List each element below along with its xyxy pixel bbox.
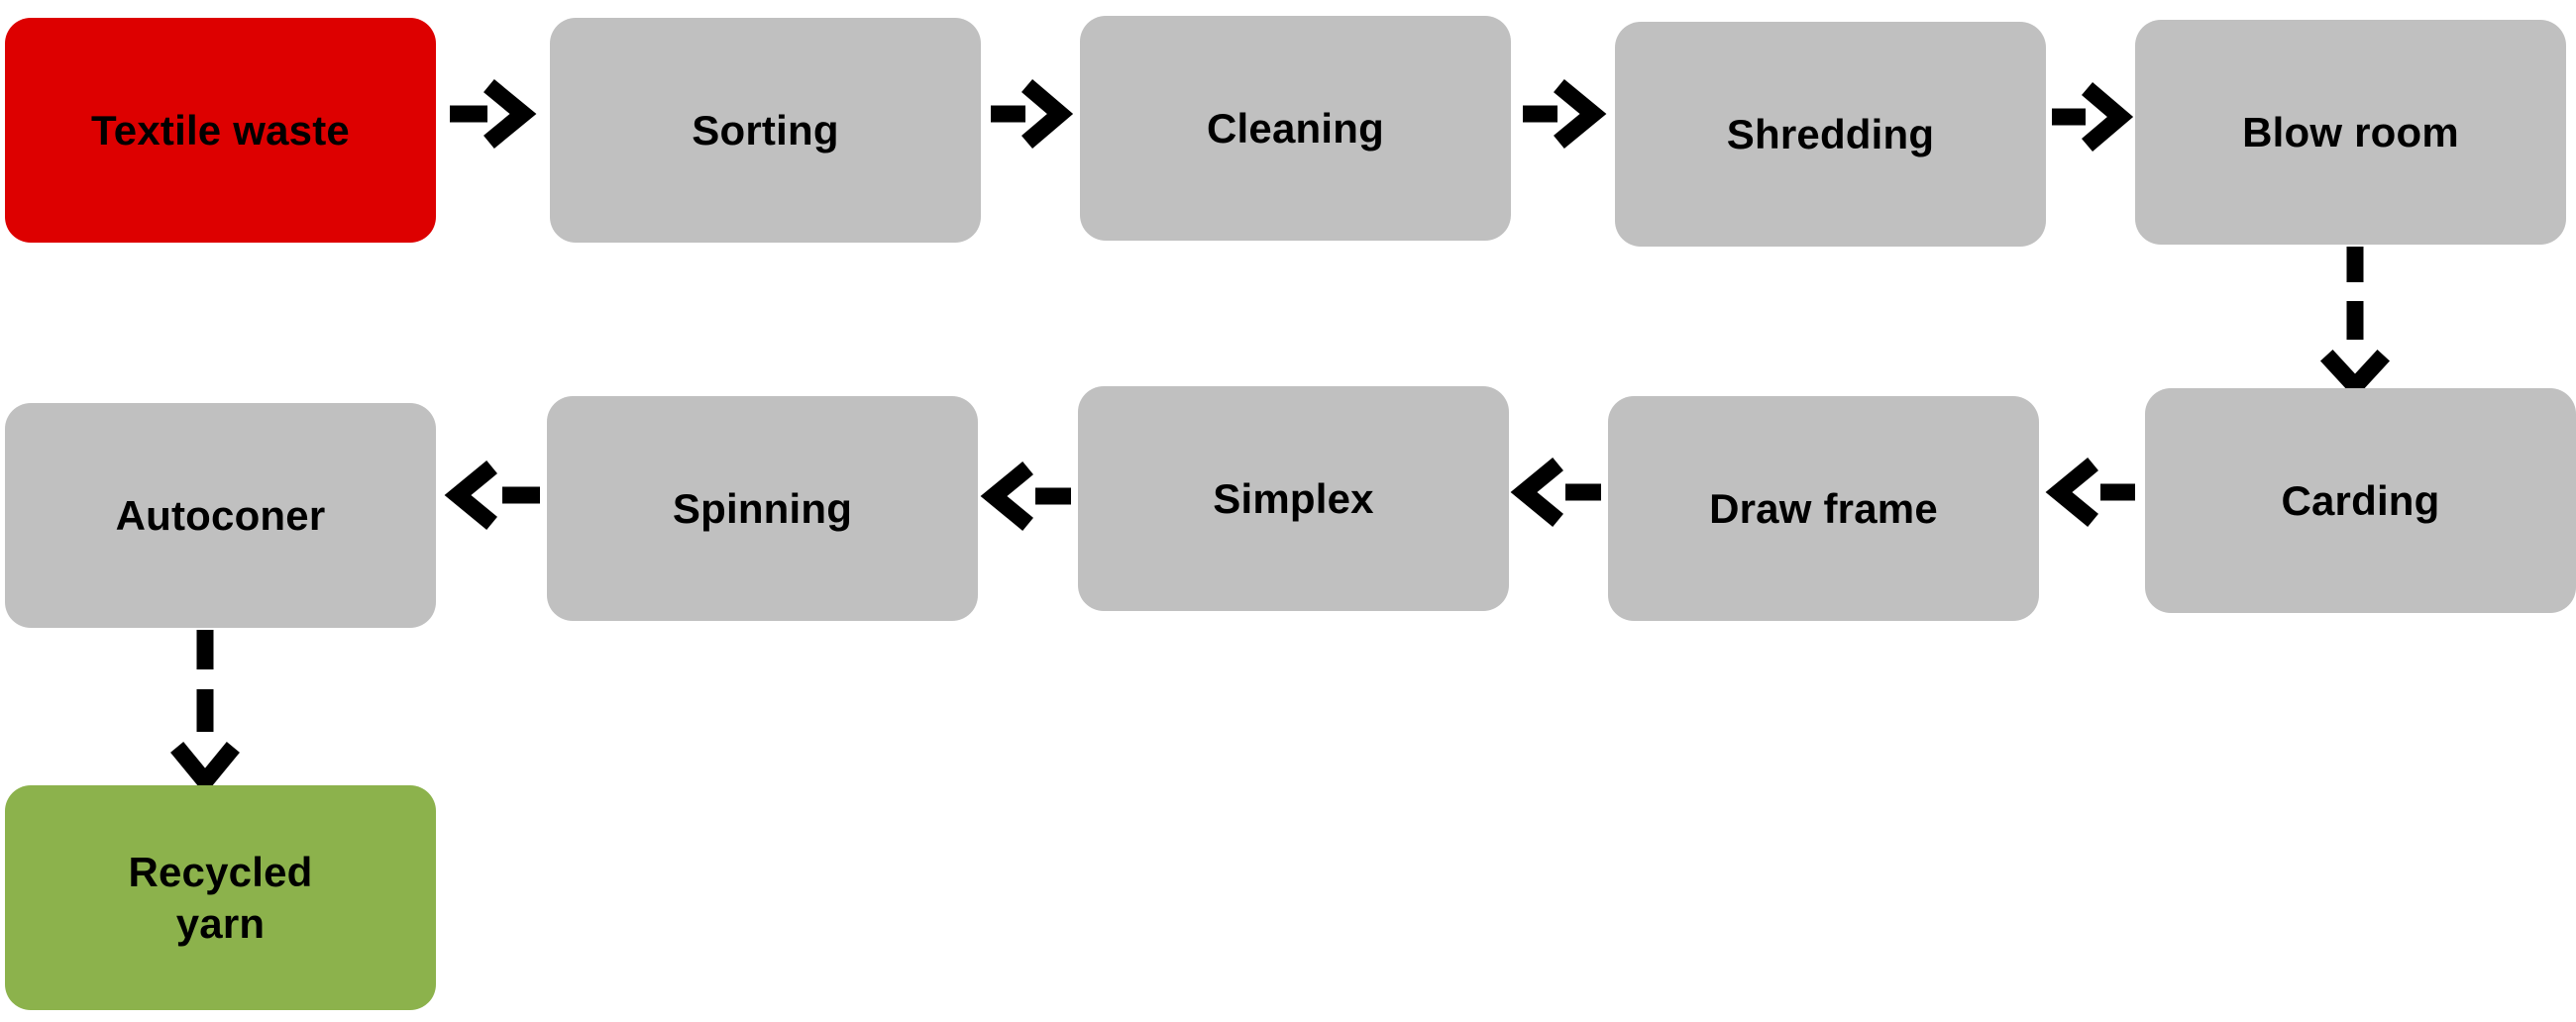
edge-cleaning-to-shredding	[1511, 16, 1615, 241]
edge-carding-to-draw-frame	[2039, 388, 2148, 613]
edge-blow-room-to-carding	[2308, 245, 2467, 399]
edge-textile-waste-to-sorting	[436, 18, 550, 243]
edge-shredding-to-blow-room	[2046, 20, 2135, 245]
node-label-blow-room: Blow room	[2242, 108, 2459, 155]
node-carding[interactable]: Carding	[2145, 388, 2576, 613]
node-label-simplex: Simplex	[1213, 474, 1374, 522]
edge-simplex-to-spinning	[974, 392, 1083, 617]
node-label-autoconer: Autoconer	[115, 491, 326, 539]
edge-draw-frame-to-simplex	[1504, 392, 1613, 617]
node-simplex[interactable]: Simplex	[1078, 386, 1509, 611]
node-autoconer[interactable]: Autoconer	[5, 403, 436, 628]
node-draw-frame[interactable]: Draw frame	[1608, 396, 2039, 621]
node-cleaning[interactable]: Cleaning	[1080, 16, 1511, 241]
node-recycled-yarn[interactable]: Recycled yarn	[5, 785, 436, 1010]
node-label-cleaning: Cleaning	[1207, 104, 1384, 152]
node-label-shredding: Shredding	[1726, 110, 1935, 157]
node-label-sorting: Sorting	[692, 106, 839, 153]
node-spinning[interactable]: Spinning	[547, 396, 978, 621]
node-label-textile-waste: Textile waste	[91, 106, 350, 153]
node-label-draw-frame: Draw frame	[1709, 484, 1938, 532]
edge-sorting-to-cleaning	[981, 16, 1080, 241]
edge-spinning-to-autoconer	[433, 396, 552, 621]
node-label-carding: Carding	[2281, 476, 2440, 524]
node-textile-waste[interactable]: Textile waste	[5, 18, 436, 243]
node-label-recycled-yarn: Recycled yarn	[128, 849, 313, 947]
edge-autoconer-to-recycled-yarn	[151, 628, 309, 795]
node-sorting[interactable]: Sorting	[550, 18, 981, 243]
node-label-spinning: Spinning	[672, 484, 853, 532]
node-blow-room[interactable]: Blow room	[2135, 20, 2566, 245]
node-shredding[interactable]: Shredding	[1615, 22, 2046, 247]
